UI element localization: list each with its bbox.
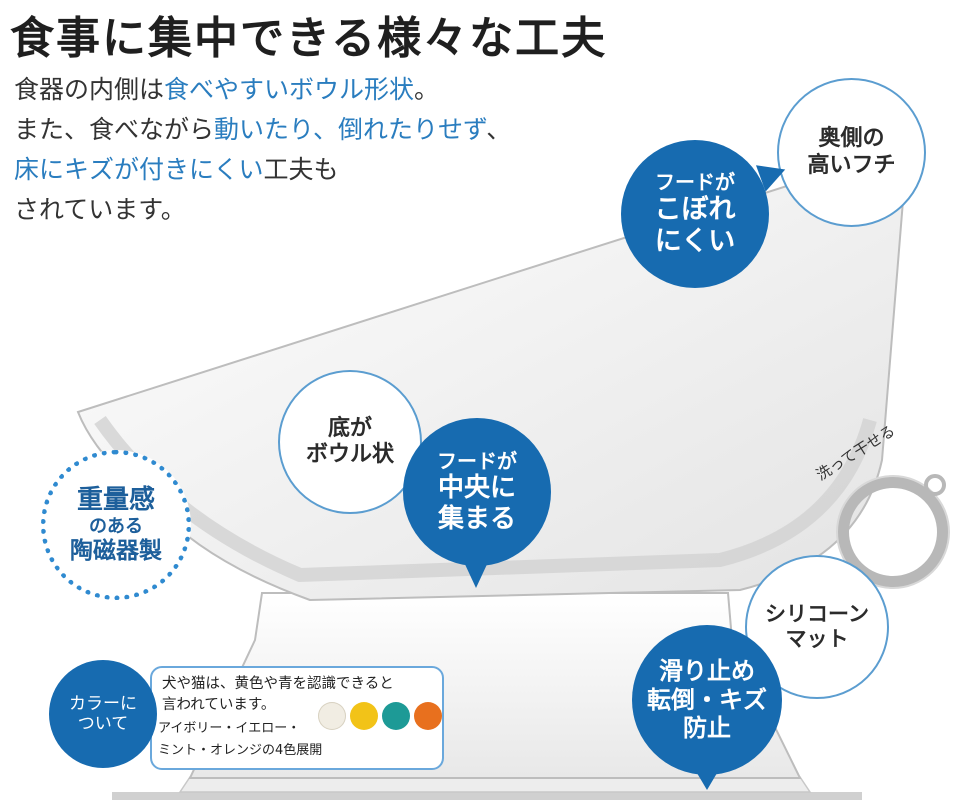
center-bubble-tail [463, 560, 489, 588]
page-title: 食事に集中できる様々な工夫 [10, 13, 608, 64]
floor-line [112, 792, 862, 800]
porcelain-bubble: 重量感のある陶磁器製 [41, 450, 191, 600]
swatch-yellow [350, 702, 378, 730]
swatch-ivory [318, 702, 346, 730]
nonslip-bubble-tail [694, 768, 720, 790]
ring-tab [924, 474, 946, 496]
rim-bubble: 奥側の高いフチ [777, 78, 926, 227]
washable-ring [837, 476, 949, 588]
intro-text: 食器の内側は食べやすいボウル形状。 また、食べながら動いたり、倒れたりせず、 床… [14, 75, 512, 224]
bowl-bottom-bubble: 底がボウル状 [278, 370, 422, 514]
no-spill-bubble: フードがこぼれにくい [621, 140, 769, 288]
nonslip-bubble: 滑り止め転倒・キズ防止 [632, 625, 782, 775]
swatch-mint [382, 702, 410, 730]
color-note: 犬や猫は、黄色や青を認識できると 言われています。 [162, 676, 394, 713]
color-info-box: 犬や猫は、黄色や青を認識できると 言われています。 アイボリー・イエロー・ ミン… [150, 666, 444, 770]
colors-bubble: カラーについて [49, 660, 157, 768]
color-variants: アイボリー・イエロー・ ミント・オレンジの4色展開 [158, 721, 323, 758]
swatch-orange [414, 702, 442, 730]
center-bubble: フードが中央に集まる [403, 418, 551, 566]
